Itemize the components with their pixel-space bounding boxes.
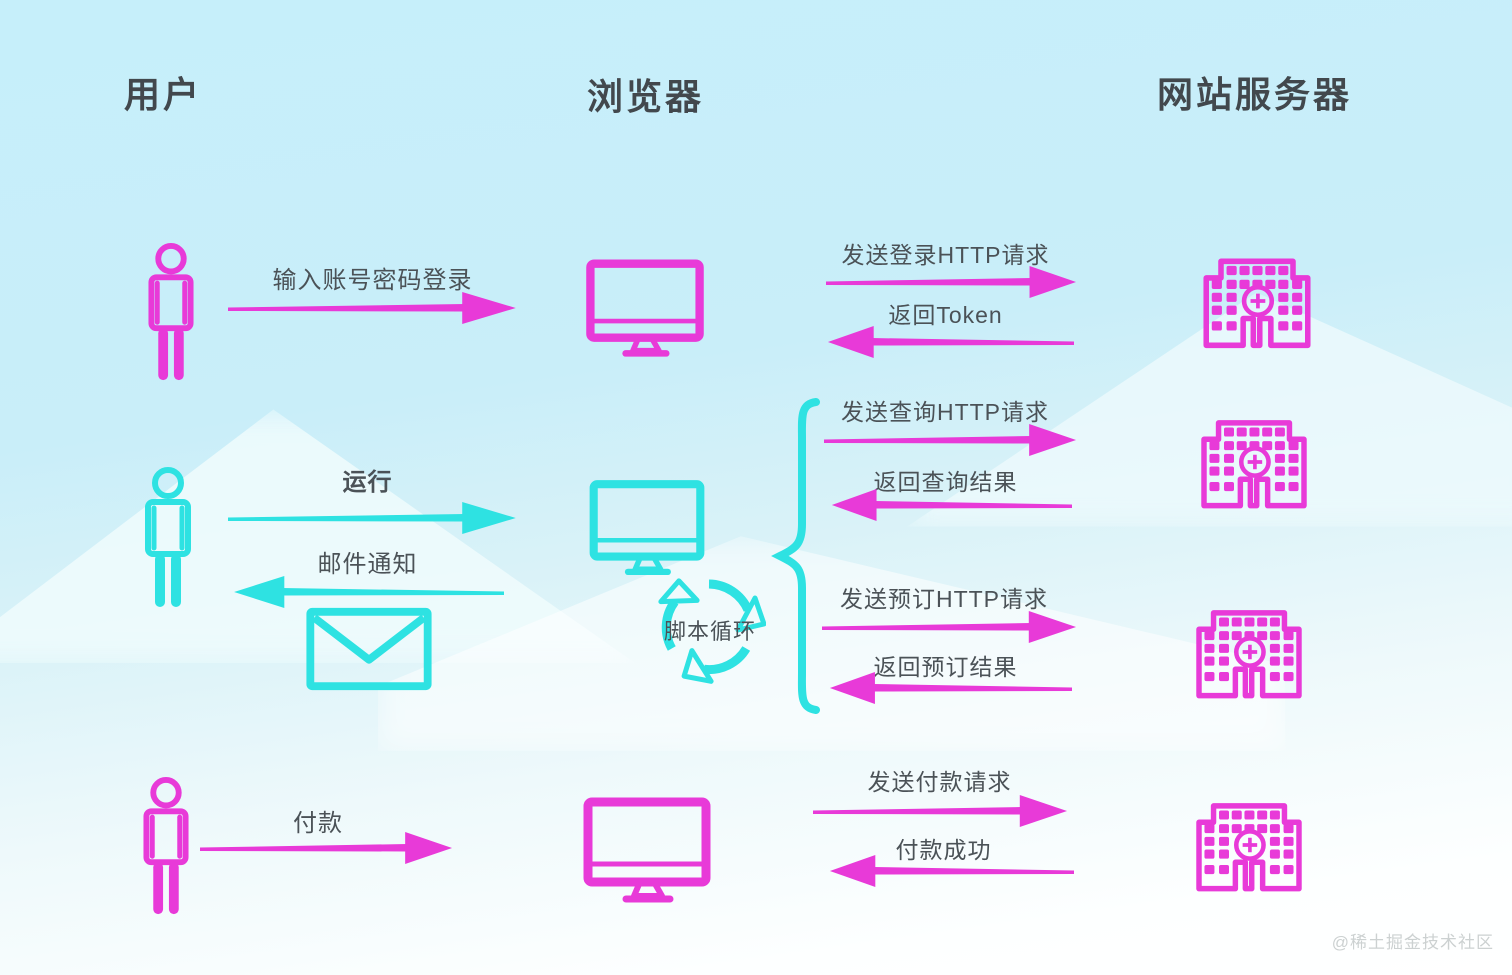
query-request-arrow-right-icon	[824, 422, 1078, 458]
run-label: 运行	[342, 469, 393, 496]
payment-request-arrow-right-icon	[813, 793, 1069, 829]
login-request-arrow-right-icon	[826, 264, 1078, 300]
watermark: @稀土掘金技术社区	[1331, 933, 1494, 952]
monitor-icon	[584, 477, 710, 580]
person-icon	[136, 242, 206, 384]
login-arrow-right-icon	[228, 290, 518, 326]
booking-response-arrow-left-icon	[828, 670, 1072, 706]
column-header-server: 网站服务器	[1157, 74, 1353, 115]
token-response-arrow-left-icon	[826, 324, 1074, 360]
booking-request-label: 发送预订HTTP请求	[839, 586, 1049, 612]
server-building-icon	[1188, 602, 1310, 702]
person-icon	[136, 466, 200, 611]
booking-request-arrow-right-icon	[822, 609, 1078, 645]
monitor-icon	[580, 794, 714, 908]
payment-success-label: 付款成功	[895, 837, 992, 863]
mail-notify-label: 邮件通知	[317, 551, 418, 578]
server-building-icon	[1197, 250, 1317, 352]
query-request-label: 发送查询HTTP请求	[840, 399, 1050, 425]
payment-success-arrow-left-icon	[828, 853, 1074, 889]
person-icon	[134, 776, 198, 918]
pay-arrow-right-icon	[200, 830, 454, 866]
monitor-icon	[583, 256, 707, 362]
script-loop-label: 脚本循环	[663, 619, 756, 644]
payment-request-label: 发送付款请求	[867, 769, 1012, 795]
login-request-label: 发送登录HTTP请求	[841, 242, 1050, 268]
curly-brace	[770, 396, 820, 716]
server-building-icon	[1193, 412, 1315, 512]
login-input-label: 输入账号密码登录	[272, 267, 473, 294]
query-response-arrow-left-icon	[830, 487, 1072, 523]
column-header-user: 用户	[124, 74, 203, 115]
token-response-label: 返回Token	[888, 302, 1003, 328]
run-arrow-right-icon	[228, 500, 518, 536]
envelope-icon	[303, 605, 435, 693]
column-header-browser: 浏览器	[587, 76, 705, 117]
query-response-label: 返回查询结果	[873, 469, 1018, 495]
booking-response-label: 返回预订结果	[873, 654, 1018, 680]
server-building-icon	[1188, 795, 1310, 895]
pay-label: 付款	[293, 810, 343, 837]
